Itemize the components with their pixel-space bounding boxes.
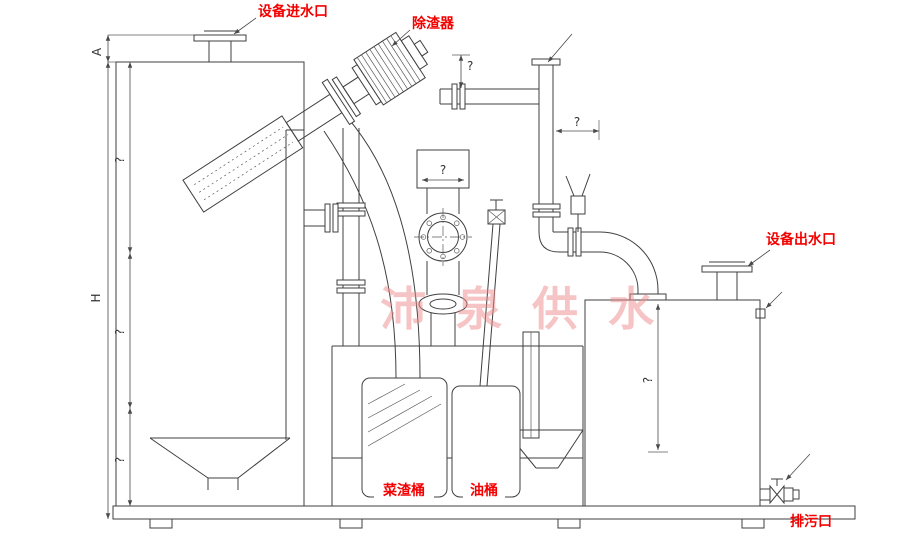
other-dimensions: ? ? ? [452,54,668,453]
discharge-chute [323,115,421,379]
dimension-chains: A H ? ? ? [89,34,194,519]
label-deslagger: 除渣器 [412,15,455,32]
level-gauge [522,331,540,439]
dim-pipes: ? [574,115,580,129]
right-pipe-assembly [439,33,667,301]
bucket-hatch [367,383,442,447]
center-pipe [304,128,366,346]
dim-left-lower: ? [113,457,127,463]
label-residue-bucket: 菜渣桶 [382,482,425,499]
drain-valve [760,453,811,505]
dim-overall-height: H [89,293,103,302]
right-tank [584,261,783,507]
dim-inlet-height: A [90,47,104,56]
residue-bucket [361,377,448,498]
label-outlet: 设备出水口 [766,231,836,248]
left-tank [115,61,305,507]
dim-left-upper: ? [113,157,127,163]
watermark: 沛泉供水 [380,282,684,336]
deslagger-assembly [182,31,429,213]
level-sensor [565,173,591,232]
buckets [361,377,521,498]
oil-bucket [451,385,521,498]
label-drain: 排污口 [790,513,832,530]
dim-box-width: ? [440,163,446,177]
dipstick-valve [479,199,506,387]
base-frame [112,505,856,529]
label-oil-bucket: 油桶 [470,482,498,499]
pump-assembly: ? [414,149,472,346]
motor-fins [356,35,421,103]
callout-labels: 设备进水口 除渣器 设备出水口 菜渣桶 油桶 排污口 [233,3,836,530]
label-inlet: 设备进水口 [258,3,328,20]
dim-left-middle: ? [113,329,127,335]
dim-motor: ? [467,59,473,73]
dim-right-tank: ? [641,377,655,383]
inlet-assembly [193,30,247,62]
